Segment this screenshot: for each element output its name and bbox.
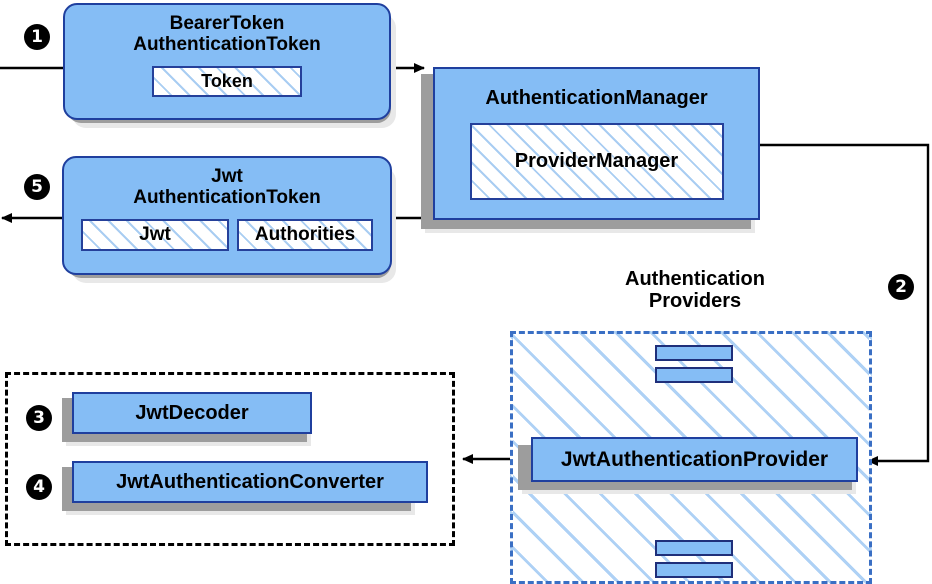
bearer-token-title: BearerToken AuthenticationToken [133,13,321,56]
jwt-token-field-jwt: Jwt [81,218,229,251]
mini-bar-provider-top-1 [655,345,733,361]
node-authentication-manager[interactable]: AuthenticationManager ProviderManager [433,67,760,220]
step-marker-5: 5 [24,174,50,200]
jwt-token-field-jwt-label: Jwt [139,223,171,245]
provider-manager-label: ProviderManager [514,150,679,173]
step-marker-3: 3 [26,405,52,431]
node-jwt-authentication-converter[interactable]: JwtAuthenticationConverter [72,461,428,503]
bearer-token-field-token: Token [152,65,302,97]
authentication-manager-title: AuthenticationManager [485,87,708,109]
jwt-decoder-title: JwtDecoder [135,401,249,424]
node-jwt-authentication-token[interactable]: Jwt AuthenticationToken Jwt Authorities [62,156,392,275]
authentication-providers-caption: Authentication Providers [625,268,765,313]
jwt-token-field-authorities: Authorities [237,218,373,251]
node-bearer-token-authentication-token[interactable]: BearerToken AuthenticationToken Token [63,3,391,120]
mini-bar-provider-bottom-1 [655,540,733,556]
jwt-authentication-provider-title: JwtAuthenticationProvider [560,447,829,471]
jwt-token-field-authorities-label: Authorities [254,223,356,245]
step-marker-2: 2 [888,274,914,300]
node-jwt-decoder[interactable]: JwtDecoder [72,392,312,434]
step-marker-4: 4 [26,474,52,500]
node-jwt-authentication-provider[interactable]: JwtAuthenticationProvider [531,437,858,482]
bearer-token-field-token-label: Token [201,70,253,91]
jwt-authentication-converter-title: JwtAuthenticationConverter [116,470,384,493]
mini-bar-provider-top-2 [655,367,733,383]
step-marker-1: 1 [24,24,50,50]
authentication-manager-field-provider-manager: ProviderManager [469,123,724,201]
jwt-token-fields: Jwt Authorities [81,218,373,251]
mini-bar-provider-bottom-2 [655,562,733,578]
jwt-token-title: Jwt AuthenticationToken [133,166,321,209]
